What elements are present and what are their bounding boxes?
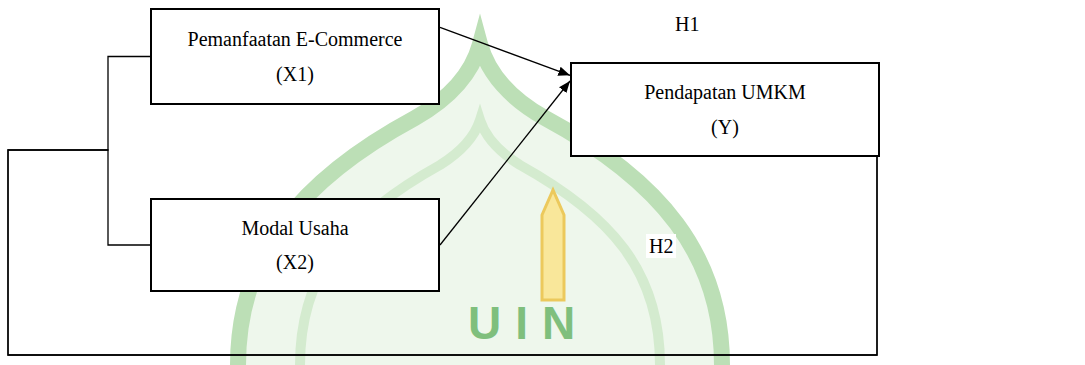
hypothesis-arrow — [440, 27, 570, 75]
variable-box: Pendapatan UMKM (Y) — [570, 62, 880, 157]
hypothesis-arrow — [440, 81, 570, 245]
box-text: (X1) — [276, 62, 314, 86]
box-text: (X2) — [276, 250, 314, 274]
variable-box: Modal Usaha (X2) — [150, 198, 440, 292]
box-text: Pemanfaatan E-Commerce — [188, 27, 403, 51]
minaret — [542, 190, 564, 300]
hypothesis-label: H1 — [672, 12, 702, 36]
box-text: Pendapatan UMKM — [644, 80, 806, 104]
box-text: (Y) — [711, 115, 739, 139]
joint-effect-line — [8, 57, 877, 356]
watermark-text: UIN — [468, 296, 589, 350]
box-text: Modal Usaha — [241, 216, 348, 240]
variable-box: Pemanfaatan E-Commerce (X1) — [150, 8, 440, 105]
hypothesis-label: H2 — [646, 234, 676, 258]
joint-effect-line — [8, 150, 877, 355]
